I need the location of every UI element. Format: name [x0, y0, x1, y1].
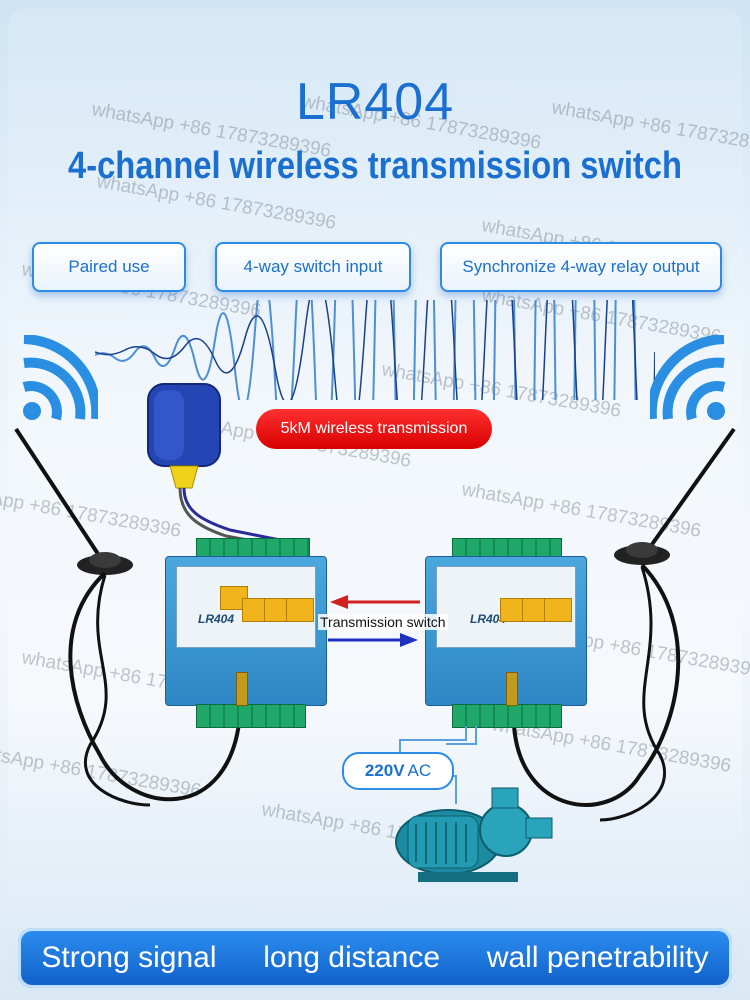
banner-long-distance: long distance [263, 941, 441, 974]
terminal-block [196, 704, 306, 728]
wireless-range-badge: 5kM wireless transmission [256, 409, 492, 449]
voltage-value: 220V [364, 761, 405, 780]
sma-connector [506, 672, 518, 706]
page-frame [8, 8, 742, 992]
banner-wall-penetrability: wall penetrability [486, 941, 709, 974]
feature-pill-paired: Paired use [32, 242, 186, 292]
terminal-block [452, 704, 562, 728]
water-pump-icon [395, 787, 553, 882]
antenna-right-icon [510, 427, 736, 822]
voltage-badge: 220V AC [342, 752, 454, 790]
signal-wave-icon [95, 300, 655, 400]
relay [544, 598, 572, 622]
feature-pill-input: 4-way switch input [215, 242, 411, 292]
device-model-label: LR404 [198, 612, 235, 626]
wifi-signal-left-icon [22, 335, 98, 421]
relay [286, 598, 314, 622]
feature-pill-output: Synchronize 4-way relay output [440, 242, 722, 292]
sma-connector [236, 672, 248, 706]
page-subtitle: 4-channel wireless transmission switch [68, 145, 682, 187]
bottom-banner: Strong signal long distance wall penetra… [18, 928, 732, 988]
antenna-left-icon [14, 427, 244, 807]
transmission-label: Transmission switch [318, 614, 448, 630]
voltage-unit: AC [407, 761, 432, 780]
wifi-signal-right-icon [650, 335, 726, 421]
device-model-label: LR404 [470, 612, 507, 626]
banner-strong-signal: Strong signal [41, 941, 217, 974]
transmission-arrows-icon [328, 595, 420, 647]
page-title: LR404 [295, 73, 455, 131]
float-switch-icon [147, 383, 281, 548]
